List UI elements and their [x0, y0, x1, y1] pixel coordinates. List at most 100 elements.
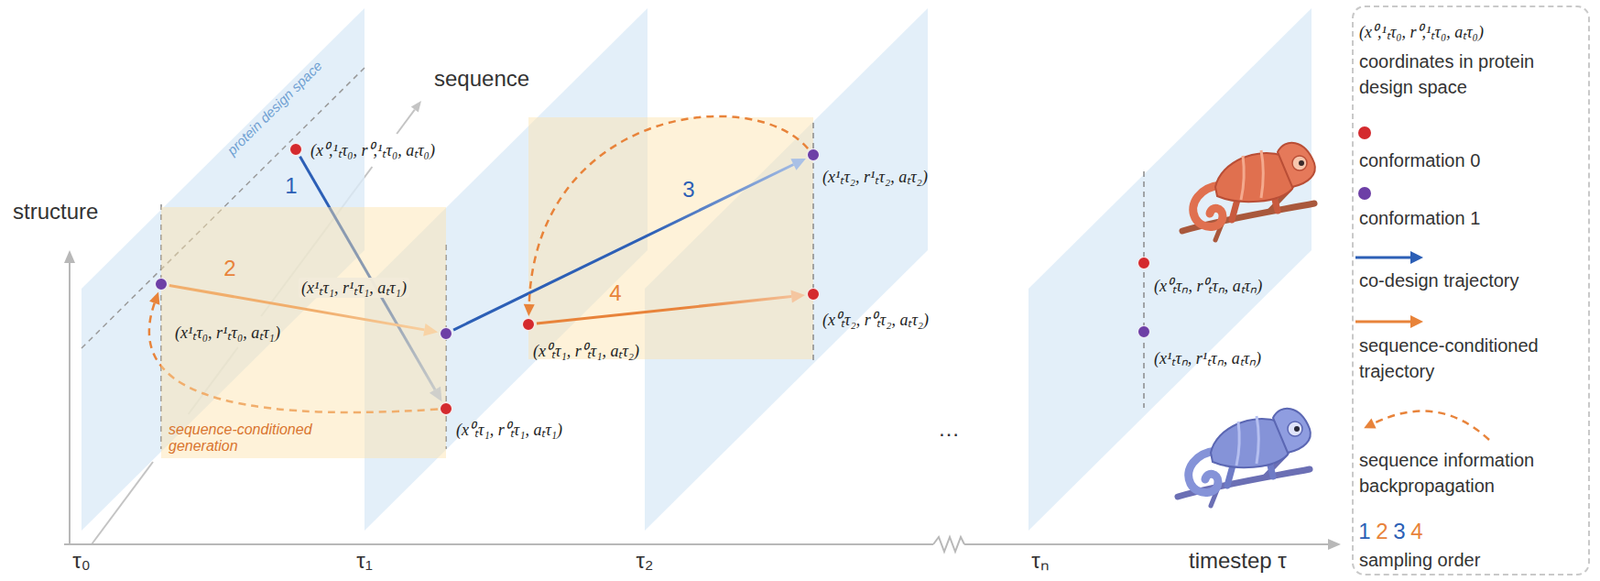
design-space-label: protein design space	[223, 57, 326, 159]
timestep-axis	[964, 543, 1329, 545]
arrowhead	[149, 291, 160, 305]
backpropagation-arrow	[523, 116, 808, 316]
head	[1273, 408, 1311, 453]
legend-order-number: 1	[1358, 518, 1371, 545]
legend-text: sampling order	[1359, 546, 1589, 573]
coordinate-label-holder: (x⁰,¹ₜτ₀, r⁰,¹ₜτ₀, aₜτ₀)	[310, 140, 436, 161]
step-number: 1	[284, 173, 297, 199]
legend-line-sample	[1355, 256, 1411, 260]
trajectory-arrow	[536, 290, 806, 324]
legend-coordinate-sample-holder: (x⁰,¹ₜτ₀, r⁰,¹ₜτ₀, aₜτ₀)	[1359, 21, 1484, 43]
conformation-0-point: (x⁰ₜτ₁, r⁰ₜτ₁, aₜτ₁)	[439, 402, 453, 415]
pupil	[1294, 425, 1300, 432]
timestep-label: τₙ	[1031, 547, 1049, 574]
coordinate-label-holder: (x¹ₜτₙ, r¹ₜτₙ, aₜτₙ)	[1153, 348, 1262, 369]
coordinate-label: (x⁰ₜτ₁, r⁰ₜτ₁, aₜτ₁)	[456, 419, 563, 440]
legend-box: (x⁰,¹ₜτ₀, r⁰,¹ₜτ₀, aₜτ₀) 1234 coordinates …	[1351, 5, 1590, 576]
timestep-label-holder: τ₁	[356, 547, 373, 574]
sequence-axis	[396, 109, 415, 134]
coordinate-label: (x¹ₜτ₀, r¹ₜτ₀, aₜτ₁)	[174, 322, 281, 343]
ellipsis-holder: …	[937, 415, 960, 442]
legend-swatch	[1358, 186, 1372, 200]
eye	[1292, 155, 1307, 171]
axis-arrowhead	[1327, 538, 1341, 550]
timestep-label: τ₂	[636, 547, 654, 574]
axis-arrowhead	[64, 250, 76, 263]
band-text-holder: sequence-conditioned generation	[168, 421, 343, 455]
chameleon-illustration	[1177, 408, 1311, 506]
legend-text-holder: sampling order	[1359, 546, 1589, 573]
conformation-0-point: (x⁰ₜτₙ, r⁰ₜτₙ, aₜτₙ)	[1137, 256, 1151, 270]
legend-text-holder: coordinates in protein design space	[1359, 48, 1589, 100]
ellipsis: …	[937, 415, 960, 442]
legend-text-holder: sequence-conditioned trajectory	[1359, 332, 1589, 384]
coordinate-label: (x⁰ₜτ₂, r⁰ₜτ₂, aₜτ₂)	[822, 309, 929, 330]
coordinate-label: (x⁰,¹ₜτ₀, r⁰,¹ₜτ₀, aₜτ₀)	[310, 140, 436, 161]
coordinate-label-holder: (x¹ₜτ₁, r¹ₜτ₁, aₜτ₁)	[298, 277, 410, 298]
axis-label-holder: structure	[12, 198, 98, 225]
timestep-guide	[1142, 171, 1145, 408]
axis-label-holder: timestep τ	[1188, 547, 1287, 574]
axis-label: timestep τ	[1188, 547, 1287, 574]
conformation-1-point: (x¹ₜτ₂, r¹ₜτ₂, aₜτ₂)	[806, 148, 820, 162]
legend-order-number-holder: 3	[1393, 518, 1405, 545]
coordinate-label-holder: (x⁰ₜτ₁, r⁰ₜτ₁, aₜτ₂)	[533, 340, 640, 361]
timestep-axis	[64, 543, 934, 545]
band-caption: sequence-conditioned generation	[168, 421, 343, 455]
legend-text: sequence-conditioned trajectory	[1359, 332, 1589, 384]
coordinate-label: (x¹ₜτₙ, r¹ₜτₙ, aₜτₙ)	[1153, 348, 1262, 369]
coordinate-label: (x¹ₜτ₂, r¹ₜτ₂, aₜτ₂)	[822, 166, 928, 187]
step-number: 4	[609, 280, 621, 306]
step-number: 3	[682, 176, 695, 203]
legend-text-holder: conformation 0	[1359, 147, 1589, 174]
timestep-label-holder: τ₂	[636, 547, 654, 574]
legend-line-sample	[1355, 320, 1411, 324]
legend-order-number-holder: 1	[1358, 518, 1371, 545]
stripe	[1261, 150, 1263, 198]
legend-order-number: 4	[1410, 518, 1423, 545]
legend-text-holder: sequence information backpropagation	[1359, 446, 1589, 499]
legend-text-holder: conformation 1	[1359, 205, 1589, 231]
coordinate-label-holder: (x⁰ₜτₙ, r⁰ₜτₙ, aₜτₙ)	[1153, 275, 1263, 296]
chameleon-illustration	[1182, 142, 1316, 240]
coordinate-label: (x⁰ₜτₙ, r⁰ₜτₙ, aₜτₙ)	[1153, 275, 1263, 296]
arrowhead	[523, 304, 535, 316]
axis-break	[933, 536, 965, 552]
legend-text: conformation 0	[1359, 147, 1589, 174]
legend-dashed-sample	[1373, 411, 1490, 440]
conformation-1-point: (x¹ₜτ₁, r¹ₜτ₁, aₜτ₁)	[439, 326, 453, 340]
legend-order-number-holder: 2	[1375, 518, 1388, 545]
axis-arrowhead	[411, 100, 422, 113]
legend-arrowhead	[1410, 315, 1424, 328]
stripe	[1236, 421, 1240, 466]
coordinate-label-holder: (x¹ₜτ₂, r¹ₜτ₂, aₜτ₂)	[822, 166, 928, 187]
step-number-holder: 2	[223, 255, 236, 282]
conformation-0-point: (x⁰ₜτ₂, r⁰ₜτ₂, aₜτ₂)	[806, 287, 820, 301]
legend-coordinate-sample: (x⁰,¹ₜτ₀, r⁰,¹ₜτ₀, aₜτ₀)	[1359, 21, 1484, 43]
legend-swatch	[1358, 126, 1372, 140]
trajectory-line	[453, 163, 794, 330]
step-number-holder: 1	[284, 173, 297, 199]
coordinate-label: (x¹ₜτ₁, r¹ₜτ₁, aₜτ₁)	[298, 277, 410, 298]
axis-label: sequence	[434, 65, 530, 92]
backpropagation-curve	[529, 116, 808, 305]
leg	[1231, 199, 1238, 220]
legend-text-holder: co-design trajectory	[1359, 267, 1589, 294]
head	[1277, 142, 1316, 187]
stripe	[1240, 155, 1244, 200]
design-space-label-holder: protein design space	[223, 57, 326, 159]
conformation-1-point: (x¹ₜτₙ, r¹ₜτₙ, aₜτₙ)	[1137, 325, 1151, 338]
stripe	[1256, 415, 1259, 464]
coordinate-label-holder: (x⁰ₜτ₂, r⁰ₜτ₂, aₜτ₂)	[822, 309, 929, 330]
conformation-0-point: (x⁰,¹ₜτ₀, r⁰,¹ₜτ₀, aₜτ₀)	[289, 142, 303, 156]
timestep-label: τ₀	[72, 547, 90, 574]
coordinate-label-holder: (x¹ₜτ₀, r¹ₜτ₀, aₜτ₁)	[174, 322, 281, 343]
coordinate-label: (x⁰ₜτ₁, r⁰ₜτ₁, aₜτ₂)	[533, 340, 640, 361]
trajectory-arrow	[453, 158, 806, 330]
step-number-holder: 3	[682, 176, 695, 203]
legend-order-number: 3	[1393, 518, 1405, 545]
legend-order-number-holder: 4	[1410, 518, 1423, 545]
eye	[1287, 421, 1303, 436]
design-plane	[1028, 8, 1312, 531]
